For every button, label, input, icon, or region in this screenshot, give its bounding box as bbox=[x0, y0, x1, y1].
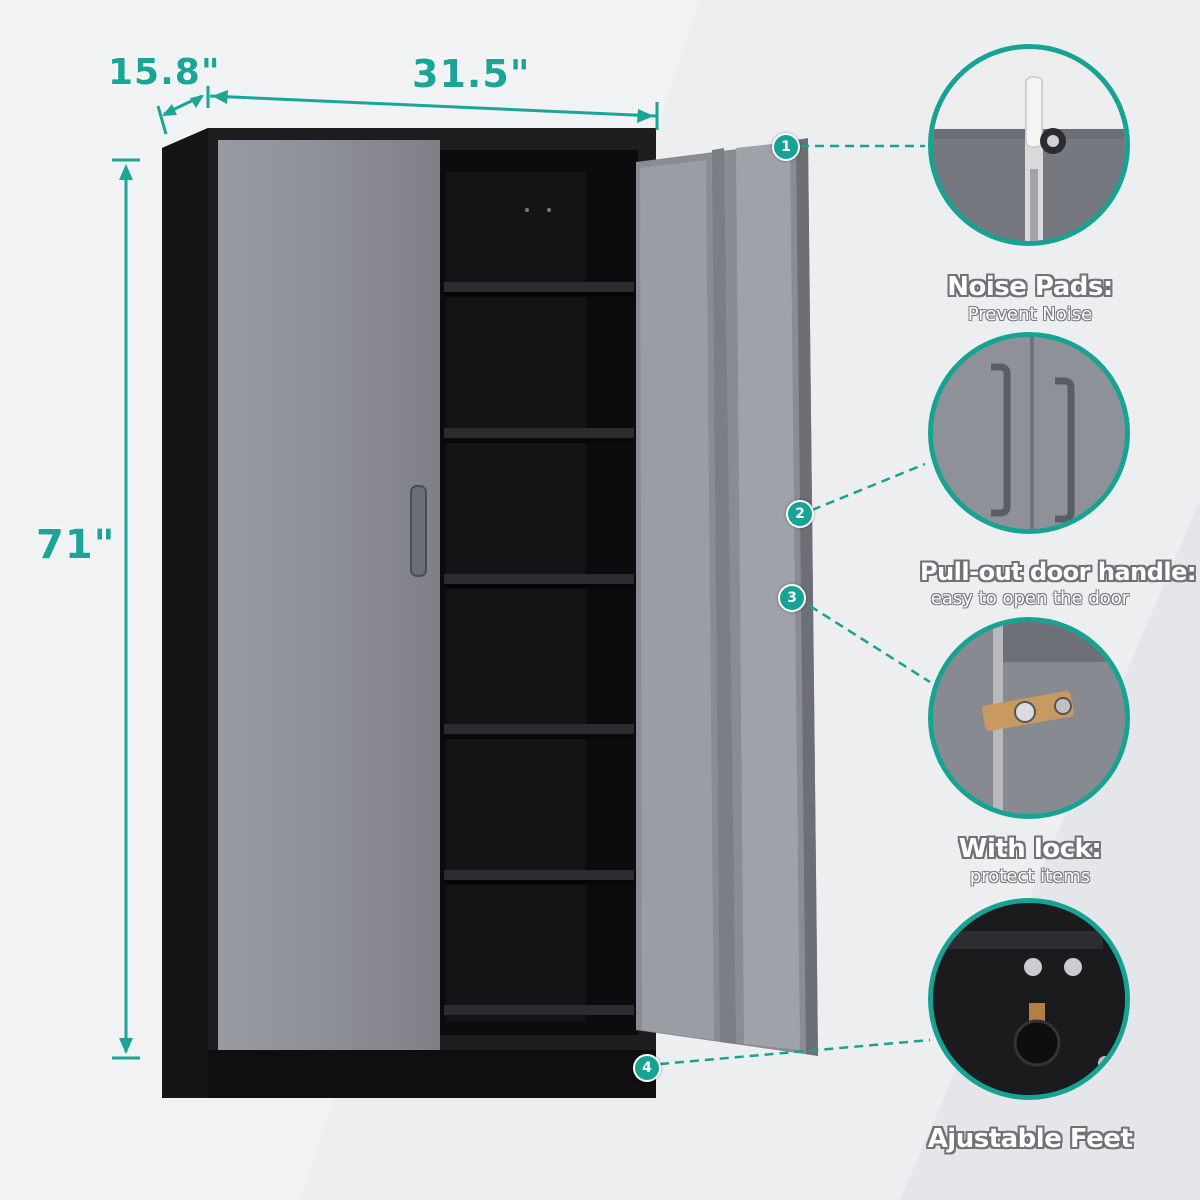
callout-leaders bbox=[659, 144, 931, 1066]
door-handle-zoom bbox=[928, 332, 1130, 534]
left-door-handle bbox=[410, 485, 427, 577]
callout-subtitle: protect items bbox=[969, 866, 1091, 887]
callout-subtitle: easy to open the door bbox=[930, 588, 1130, 609]
callout-badge-1: 1 bbox=[772, 133, 800, 161]
callout-title: With lock: bbox=[958, 834, 1102, 864]
width-label: 31.5" bbox=[412, 52, 531, 96]
callout-title: Pull-out door handle: bbox=[920, 558, 1197, 586]
callout-subtitle: Prevent Noise bbox=[967, 304, 1093, 325]
callout-lock: With lock: protect items bbox=[920, 834, 1140, 887]
callout-title: Noise Pads: bbox=[947, 272, 1113, 302]
callout-adjustable-feet: Ajustable Feet bbox=[920, 1124, 1140, 1154]
noise-pad-zoom bbox=[928, 44, 1130, 246]
cabinet-side bbox=[162, 128, 208, 1098]
callout-badge-4: 4 bbox=[633, 1054, 661, 1082]
callout-badge-3: 3 bbox=[778, 584, 806, 612]
dimension-lines bbox=[112, 86, 659, 1060]
depth-label: 15.8" bbox=[108, 52, 221, 93]
shelves bbox=[444, 282, 634, 1015]
callout-badge-2: 2 bbox=[786, 500, 814, 528]
callout-title: Ajustable Feet bbox=[927, 1124, 1133, 1154]
callout-noise-pads: Noise Pads: Prevent Noise bbox=[920, 272, 1140, 325]
cabinet-base bbox=[208, 1050, 656, 1098]
adjustable-feet-zoom bbox=[928, 898, 1130, 1100]
callout-door-handle: Pull-out door handle: easy to open the d… bbox=[920, 558, 1197, 609]
lock-zoom bbox=[928, 617, 1130, 819]
height-label: 71" bbox=[36, 522, 116, 568]
